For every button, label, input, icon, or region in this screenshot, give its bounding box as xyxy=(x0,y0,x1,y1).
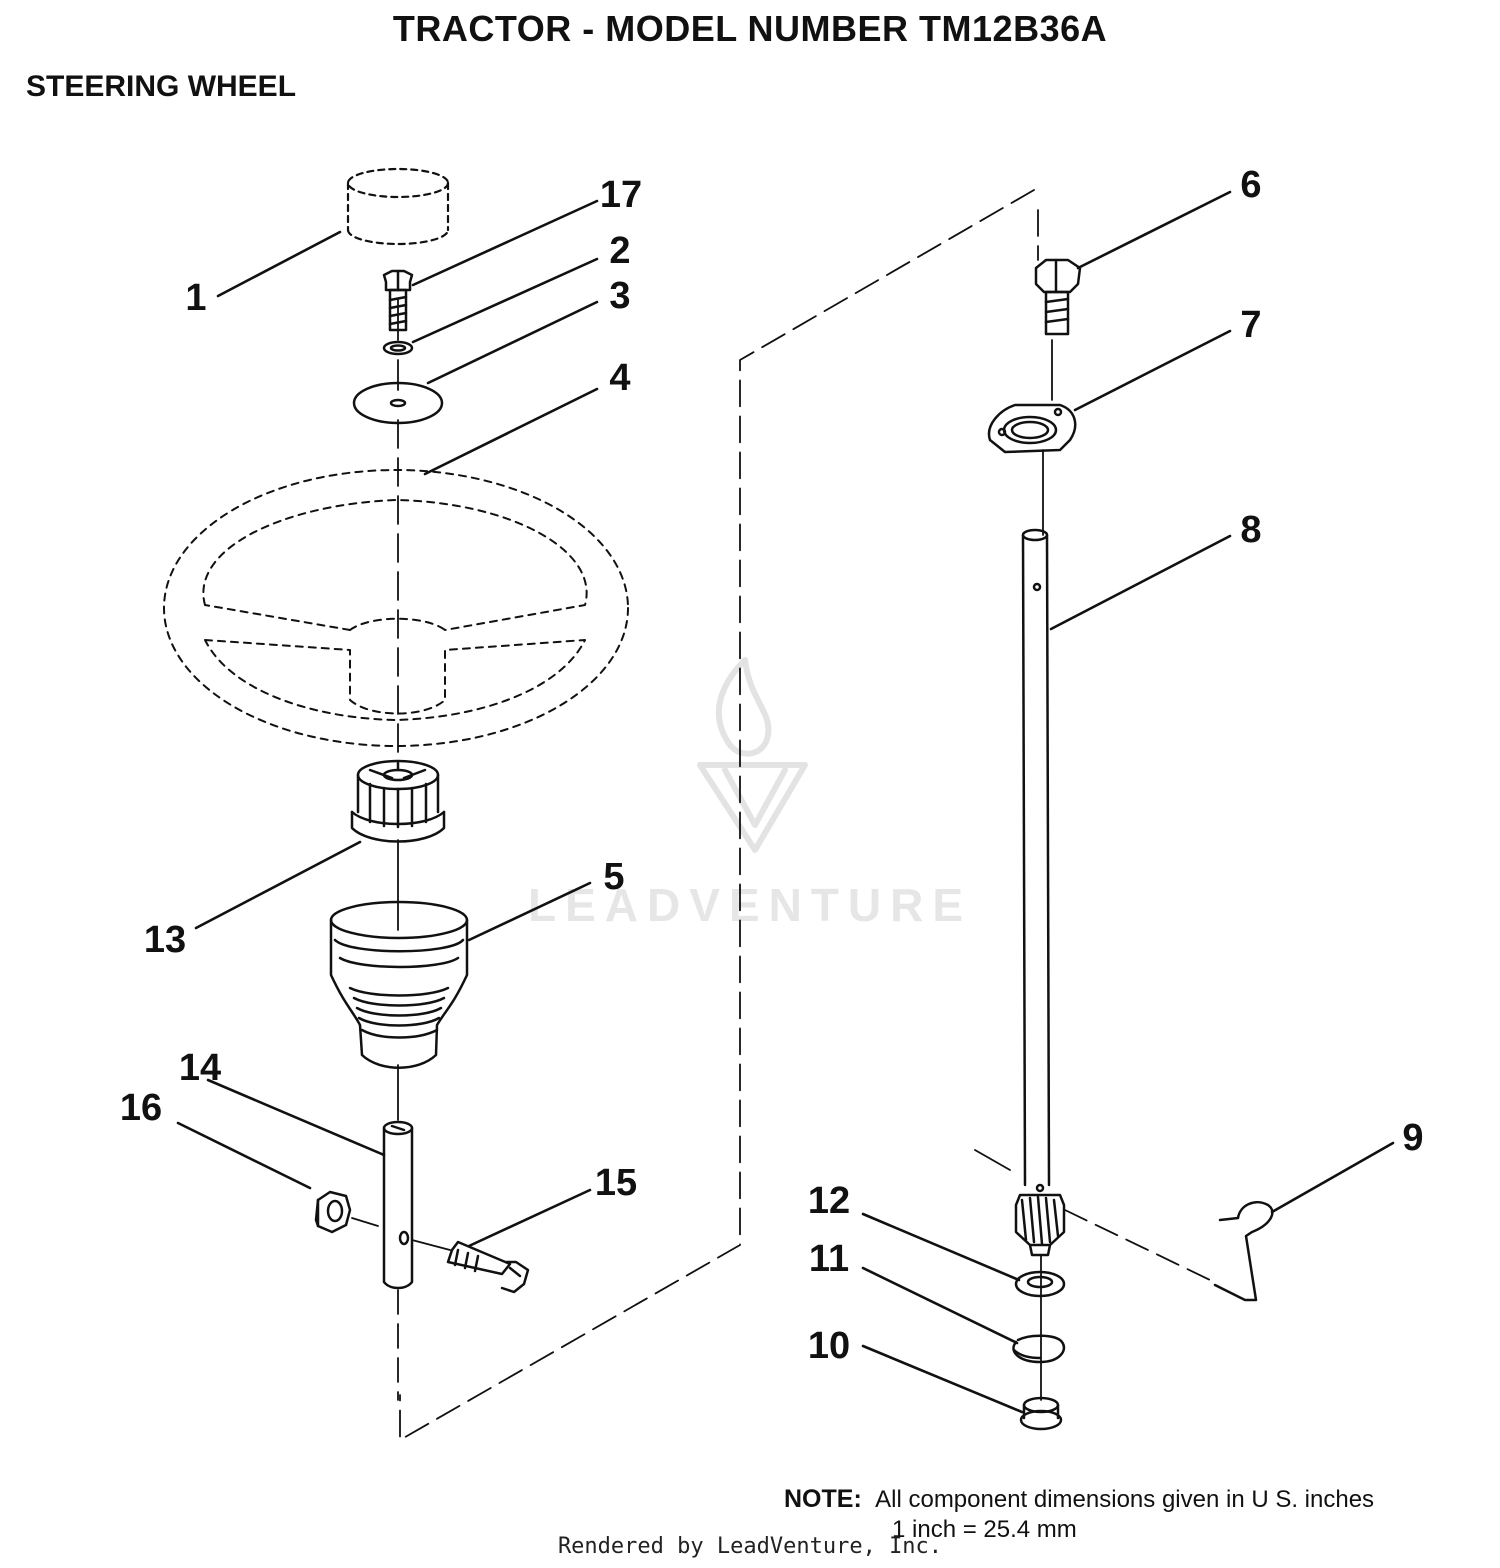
callout-6: 6 xyxy=(1240,164,1261,206)
callout-8: 8 xyxy=(1240,509,1261,551)
callout-11: 11 xyxy=(809,1238,849,1280)
callout-17: 17 xyxy=(600,174,642,216)
steering-wheel-cap xyxy=(346,167,450,246)
lock-washer-part-2 xyxy=(382,340,414,356)
callout-13: 13 xyxy=(144,919,186,961)
dimension-note: NOTE: All component dimensions given in … xyxy=(784,1484,1374,1545)
steering-boot-part-5 xyxy=(329,900,469,1069)
callout-7: 7 xyxy=(1240,304,1261,346)
section-title: STEERING WHEEL xyxy=(26,70,297,103)
nut-part-16 xyxy=(314,1190,352,1234)
column-axis-line xyxy=(1037,209,1053,1401)
hairpin-clip-part-9 xyxy=(1213,1201,1274,1302)
steering-column-part-8 xyxy=(1021,528,1051,1193)
bushing-part-10 xyxy=(1019,1396,1063,1431)
flange-bearing-part-7 xyxy=(987,403,1077,454)
note-label: NOTE: xyxy=(784,1485,862,1513)
footer-credit: Rendered by LeadVenture, Inc. xyxy=(557,1534,943,1559)
callout-9: 9 xyxy=(1402,1117,1423,1159)
callout-4: 4 xyxy=(609,357,630,399)
callout-1: 1 xyxy=(185,277,206,319)
page-title: TRACTOR - MODEL NUMBER TM12B36A xyxy=(392,8,1108,49)
hex-bolt-part-6 xyxy=(1034,258,1082,336)
washer-part-12 xyxy=(1014,1270,1066,1298)
callout-3: 3 xyxy=(609,275,630,317)
callout-16: 16 xyxy=(120,1087,162,1129)
bolt-part-17 xyxy=(382,269,414,332)
bolt-part-15 xyxy=(411,1239,530,1294)
callout-12: 12 xyxy=(808,1180,850,1222)
clip-axis-line-b xyxy=(1064,1209,1211,1281)
callout-14: 14 xyxy=(179,1047,221,1089)
clip-axis-line-a xyxy=(974,1149,1011,1171)
retaining-ring-part-11 xyxy=(1012,1334,1066,1364)
watermark-logo xyxy=(697,657,808,853)
note-line-1: All component dimensions given in U S. i… xyxy=(875,1486,1375,1513)
nut-axis-line xyxy=(351,1217,379,1227)
steering-wheel xyxy=(163,469,629,747)
watermark-text: LEADVENTURE xyxy=(528,879,972,931)
pinion-gear xyxy=(1014,1193,1066,1257)
flat-washer-part-3 xyxy=(352,381,444,425)
callout-5: 5 xyxy=(603,856,624,898)
assembly-connection-line xyxy=(399,189,1035,1441)
callout-labels: 1 2 3 4 5 6 7 8 9 10 11 12 13 14 15 16 1… xyxy=(120,164,1424,1367)
leader-lines xyxy=(176,190,1395,1414)
callout-2: 2 xyxy=(609,230,630,272)
spline-adapter-part-13 xyxy=(350,759,446,843)
callout-15: 15 xyxy=(595,1162,637,1204)
callout-10: 10 xyxy=(808,1325,850,1367)
note-line-2: 1 inch = 25.4 mm xyxy=(892,1516,1077,1543)
steering-shaft-part-14 xyxy=(382,1120,414,1290)
